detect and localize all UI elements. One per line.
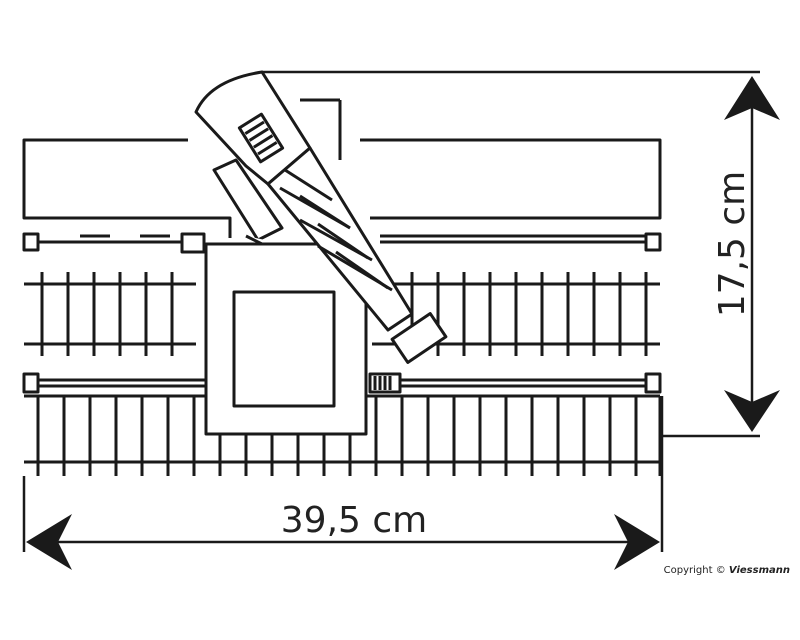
brand-name: Viessmann — [728, 565, 790, 576]
height-arrow-bottom-icon — [724, 390, 780, 432]
lower-fence — [22, 372, 662, 394]
width-arrow-right-icon — [614, 514, 660, 570]
upper-track-right — [372, 272, 660, 356]
width-dimension-label: 39,5 cm — [281, 500, 427, 541]
width-arrow-left-icon — [26, 514, 72, 570]
crane-jib — [194, 70, 448, 364]
width-extension-lines — [22, 396, 664, 552]
upper-track-left — [24, 272, 196, 356]
height-dimension-label: 17,5 cm — [712, 171, 753, 317]
lower-track — [24, 394, 662, 476]
upper-fence — [22, 232, 662, 254]
crane-base — [204, 242, 368, 436]
height-arrow-top-icon — [724, 76, 780, 120]
copyright-prefix: Copyright © — [663, 565, 726, 576]
loading-platform — [22, 98, 662, 238]
copyright-notice: Copyright © Viessmann — [664, 565, 790, 576]
height-extension-lines — [262, 70, 760, 438]
